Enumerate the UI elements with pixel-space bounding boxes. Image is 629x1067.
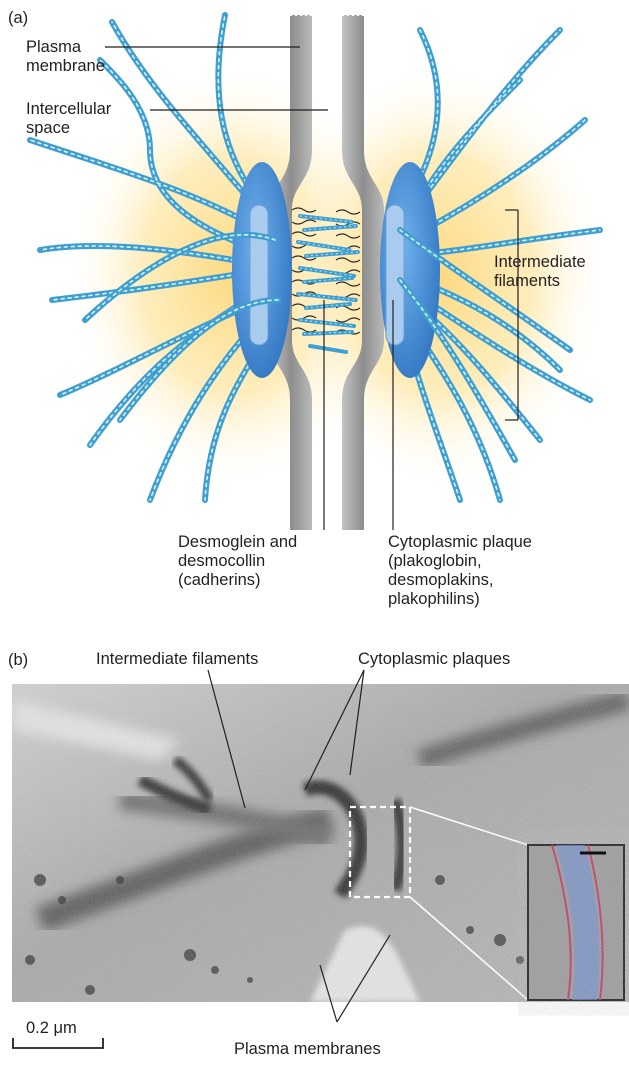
inset-micrograph [527, 844, 625, 1001]
scale-bar-label: 0.2 μm [26, 1019, 77, 1037]
cytoplasmic-plaque-label: Cytoplasmic plaque (plakoglobin, desmopl… [388, 533, 532, 608]
plasma-membranes-label: Plasma membranes [234, 1040, 381, 1058]
cadherins [291, 207, 361, 354]
panel-a [27, 12, 610, 530]
scale-bar [12, 1038, 104, 1049]
intermediate-filaments-label-b: Intermediate filaments [96, 650, 259, 668]
cytoplasmic-plaques-label: Cytoplasmic plaques [358, 650, 511, 668]
panel-a-label: (a) [8, 9, 29, 27]
intermediate-filaments-label-a: Intermediate filaments [494, 253, 586, 290]
intercellular-space-label: Intercellular space [26, 100, 112, 137]
intermediate-filaments-front [82, 227, 573, 463]
zoom-region-box [348, 805, 412, 899]
panel-a-leader-lines [105, 46, 519, 530]
electron-micrograph [12, 684, 629, 1002]
panel-b [12, 669, 629, 1049]
desmoglein-label: Desmoglein and desmocollin (cadherins) [178, 533, 298, 589]
cytoplasmic-plaque-right [380, 162, 440, 378]
cytoplasmic-plaque-left [232, 162, 292, 378]
plasma-membrane-label: Plasma membrane [26, 38, 105, 75]
plasma-membrane-right [342, 15, 384, 530]
panel-b-leader-lines [207, 669, 391, 1023]
panel-b-label: (b) [8, 651, 29, 669]
